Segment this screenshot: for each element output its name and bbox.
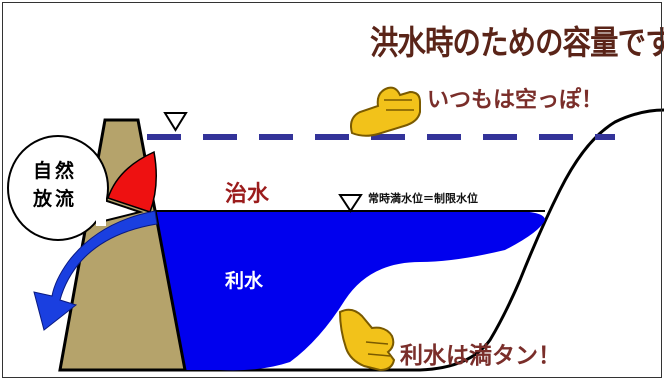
water-level-triangle-icon [163, 112, 188, 132]
normal-water-level-label: 常時満水位＝制限水位 [368, 192, 478, 205]
dam-body [58, 118, 187, 372]
flood-control-label: 治水 [225, 182, 270, 207]
flood-capacity-note: いつもは空っぽ！ [427, 88, 604, 113]
natural-discharge-label-line1: 自然 [33, 160, 78, 182]
natural-discharge-label-line2: 放流 [33, 188, 78, 210]
natural-discharge-bubble [7, 135, 109, 241]
pointing-hand-icon [350, 86, 421, 137]
discharge-arrow [33, 210, 158, 331]
terrain-line [180, 108, 664, 372]
water-use-note: 利水は満タン！ [400, 343, 561, 369]
page-title: 洪水時のための容量です [370, 23, 664, 62]
pointing-hand-icon [338, 308, 396, 372]
reservoir-water [150, 211, 545, 371]
water-level-triangle-icon [338, 194, 363, 213]
bubble-pointer [99, 199, 144, 223]
water-use-label: 利水 [225, 270, 264, 292]
